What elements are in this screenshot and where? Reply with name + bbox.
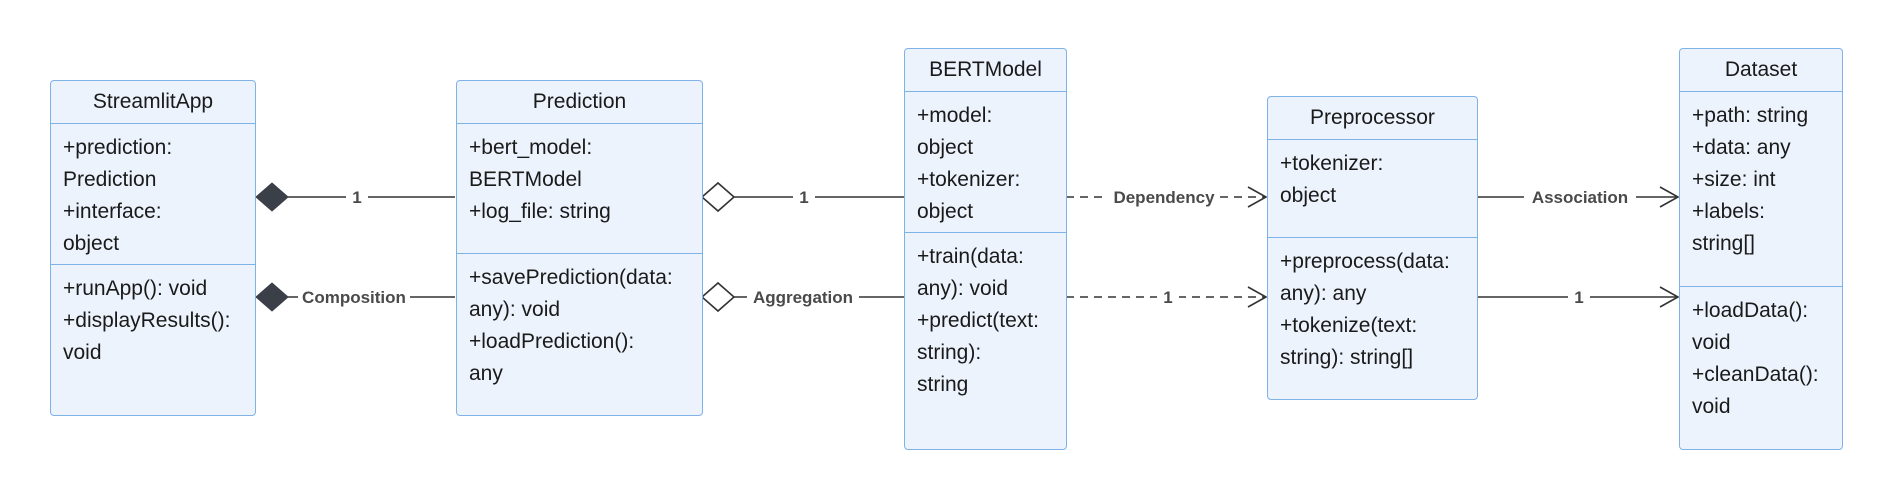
multiplicity-label: 1 [1574,288,1583,307]
method-line: +train(data: [917,245,1024,268]
relationship-association-2: 1 [1478,286,1680,308]
relationship-dependency-1: Dependency [1066,186,1268,208]
relationship-aggregation-1: 1 [700,181,904,213]
method-line: void [1692,331,1731,354]
method-line: +runApp(): void [63,277,208,300]
method-line: void [1692,395,1731,418]
aggregation-label: Aggregation [753,288,853,307]
methods-section: +train(data: any): void +predict(text: s… [905,233,1066,409]
relationship-association-1: Association [1478,186,1680,208]
method-line: string): string[] [1280,346,1414,369]
attribute-line: +bert_model: [469,136,593,159]
relationship-composition-2: Composition [255,282,455,312]
class-dataset[interactable]: Dataset +path: string +data: any +size: … [1679,48,1843,450]
relationship-dependency-2: 1 [1066,286,1268,308]
composition-diamond-icon [255,182,289,212]
method-line: void [63,341,102,364]
methods-section: +runApp(): void +displayResults(): void [51,265,255,377]
method-line: +predict(text: [917,309,1039,332]
open-arrowhead-icon [1659,286,1680,308]
method-line: any [469,362,503,385]
attribute-line: +model: [917,104,993,127]
method-line: any): any [1280,282,1367,305]
open-arrowhead-icon [1659,186,1680,208]
relationship-composition-1: 1 [255,182,455,212]
attributes-section: +path: string +data: any +size: int +lab… [1680,92,1842,287]
aggregation-diamond-icon [700,281,736,313]
open-arrowhead-icon [1247,186,1268,208]
method-line: string [917,373,969,396]
class-bert-model[interactable]: BERTModel +model: object +tokenizer: obj… [904,48,1067,450]
method-line: +preprocess(data: [1280,250,1450,273]
attribute-line: object [1280,184,1337,207]
attribute-line: +prediction: [63,136,173,159]
multiplicity-label: 1 [1163,288,1172,307]
methods-section: +loadData(): void +cleanData(): void [1680,287,1842,431]
multiplicity-label: 1 [352,188,361,207]
method-line: +loadData(): [1692,299,1809,322]
attributes-section: +tokenizer: object [1268,140,1477,238]
method-line: string): [917,341,982,364]
attribute-line: +log_file: string [469,200,611,223]
attribute-line: Prediction [63,168,157,191]
multiplicity-label: 1 [799,188,808,207]
attribute-line: object [917,200,974,223]
attribute-line: +path: string [1692,104,1809,127]
relationship-aggregation-2: Aggregation [700,281,904,313]
class-name: StreamlitApp [51,81,255,124]
attribute-line: +labels: [1692,200,1765,223]
attribute-line: +size: int [1692,168,1776,191]
open-arrowhead-icon [1247,286,1268,308]
aggregation-diamond-icon [700,181,736,213]
attribute-line: +tokenizer: [917,168,1021,191]
method-line: +cleanData(): [1692,363,1819,386]
class-name: Dataset [1680,49,1842,92]
method-line: +savePrediction(data: [469,266,673,289]
attribute-line: +interface: [63,200,162,223]
methods-section: +savePrediction(data: any): void +loadPr… [457,254,702,398]
attribute-line: +tokenizer: [1280,152,1384,175]
method-line: any): void [469,298,561,321]
class-name: Prediction [457,81,702,124]
class-preprocessor[interactable]: Preprocessor +tokenizer: object +preproc… [1267,96,1478,400]
attributes-section: +prediction: Prediction +interface: obje… [51,124,255,265]
methods-section: +preprocess(data: any): any +tokenize(te… [1268,238,1477,382]
attributes-section: +model: object +tokenizer: object [905,92,1066,233]
association-label: Association [1532,188,1628,207]
method-line: +displayResults(): [63,309,231,332]
class-name: Preprocessor [1268,97,1477,140]
composition-label: Composition [302,288,406,307]
composition-diamond-icon [255,282,289,312]
method-line: any): void [917,277,1009,300]
attributes-section: +bert_model: BERTModel +log_file: string [457,124,702,254]
attribute-line: BERTModel [469,168,582,191]
method-line: +loadPrediction(): [469,330,635,353]
attribute-line: string[] [1692,232,1756,255]
class-prediction[interactable]: Prediction +bert_model: BERTModel +log_f… [456,80,703,416]
class-name: BERTModel [905,49,1066,92]
class-streamlit-app[interactable]: StreamlitApp +prediction: Prediction +in… [50,80,256,416]
attribute-line: object [917,136,974,159]
method-line: +tokenize(text: [1280,314,1418,337]
dependency-label: Dependency [1113,188,1215,207]
attribute-line: +data: any [1692,136,1791,159]
attribute-line: object [63,232,120,255]
